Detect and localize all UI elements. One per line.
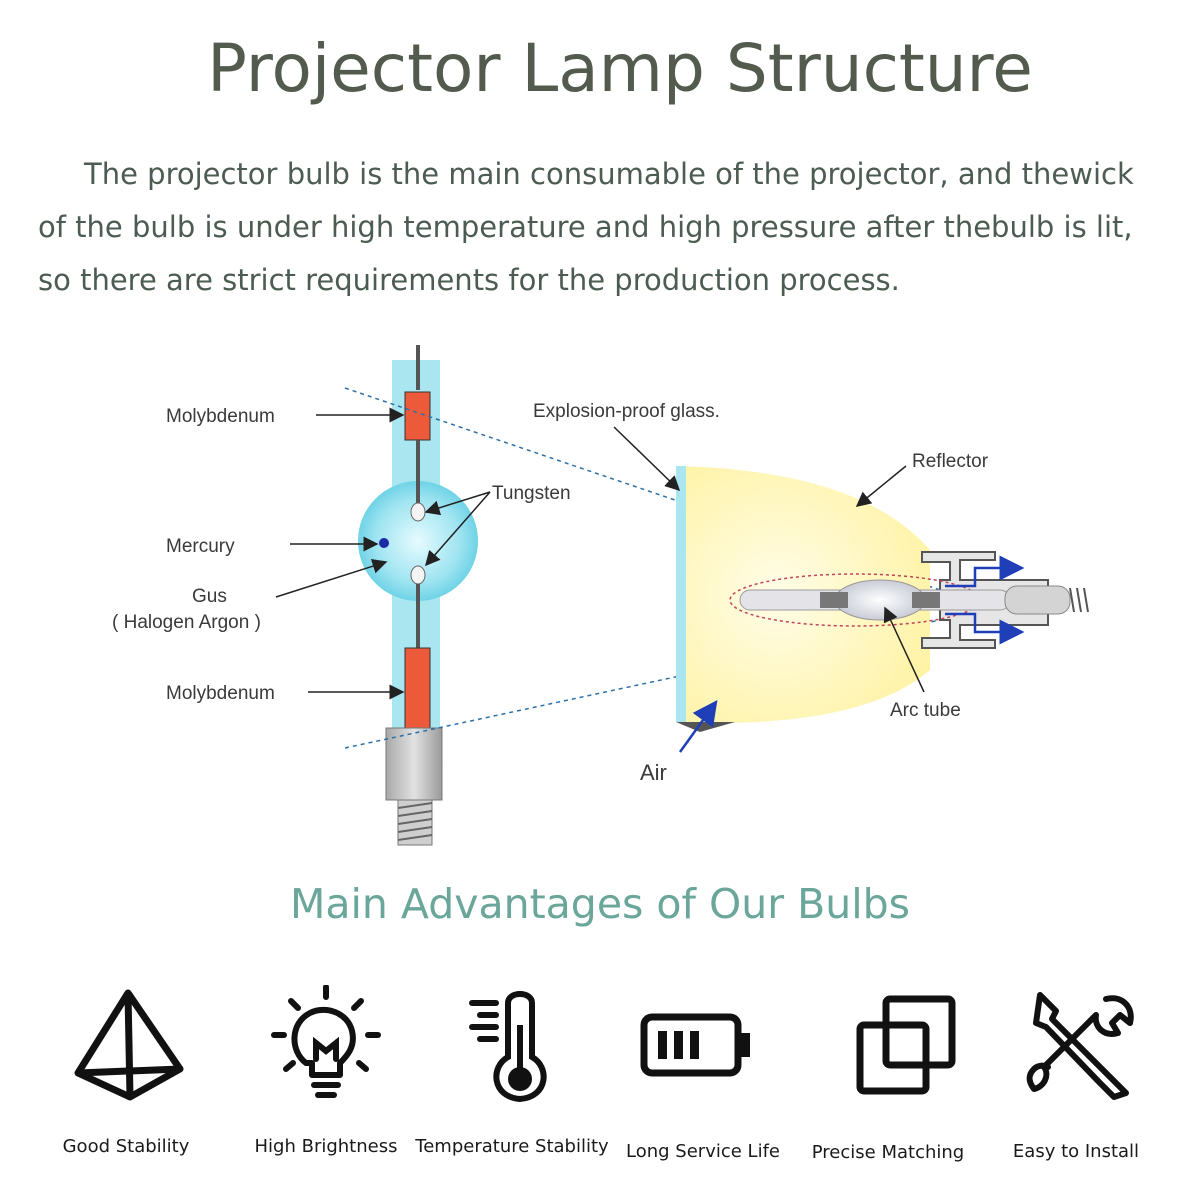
advantage-label-precise-matching: Precise Matching: [811, 1142, 965, 1163]
lamp-tube: [358, 345, 478, 846]
label-molybdenum-top: Molybdenum: [166, 406, 275, 427]
label-gus-detail: ( Halogen Argon ): [112, 612, 261, 633]
label-molybdenum-bottom: Molybdenum: [166, 683, 275, 704]
advantage-label-easy-to-install: Easy to Install: [1012, 1141, 1140, 1162]
advantages-title: Main Advantages of Our Bulbs: [289, 880, 911, 928]
label-arc-tube: Arc tube: [890, 700, 961, 721]
mercury-dot: [379, 538, 389, 548]
page-title: Projector Lamp Structure: [207, 30, 1033, 107]
thermometer-icon: [469, 991, 547, 1103]
battery-icon: [640, 1013, 750, 1077]
label-explosion-proof-glass: Explosion-proof glass.: [533, 401, 720, 422]
intro-paragraph: The projector bulb is the main consumabl…: [38, 157, 1134, 297]
label-mercury: Mercury: [166, 536, 235, 557]
label-air: Air: [640, 760, 667, 785]
tools-icon: [1026, 992, 1134, 1100]
overlapping-squares-icon: [856, 995, 956, 1095]
explosion-proof-glass: [676, 466, 686, 722]
label-tungsten: Tungsten: [492, 483, 571, 504]
advantage-label-good-stability: Good Stability: [62, 1136, 190, 1157]
reflector: [676, 466, 1089, 732]
lamp-structure-diagram: Molybdenum Tungsten Mercury Gus ( Haloge…: [112, 345, 1089, 846]
pyramid-icon: [74, 989, 184, 1101]
advantage-label-long-service-life: Long Service Life: [626, 1141, 780, 1162]
advantage-label-high-brightness: High Brightness: [254, 1136, 398, 1157]
lightbulb-icon: [271, 985, 381, 1098]
label-reflector: Reflector: [912, 451, 989, 472]
advantage-label-temperature-stability: Temperature Stability: [415, 1136, 609, 1157]
label-gus: Gus: [192, 586, 227, 607]
